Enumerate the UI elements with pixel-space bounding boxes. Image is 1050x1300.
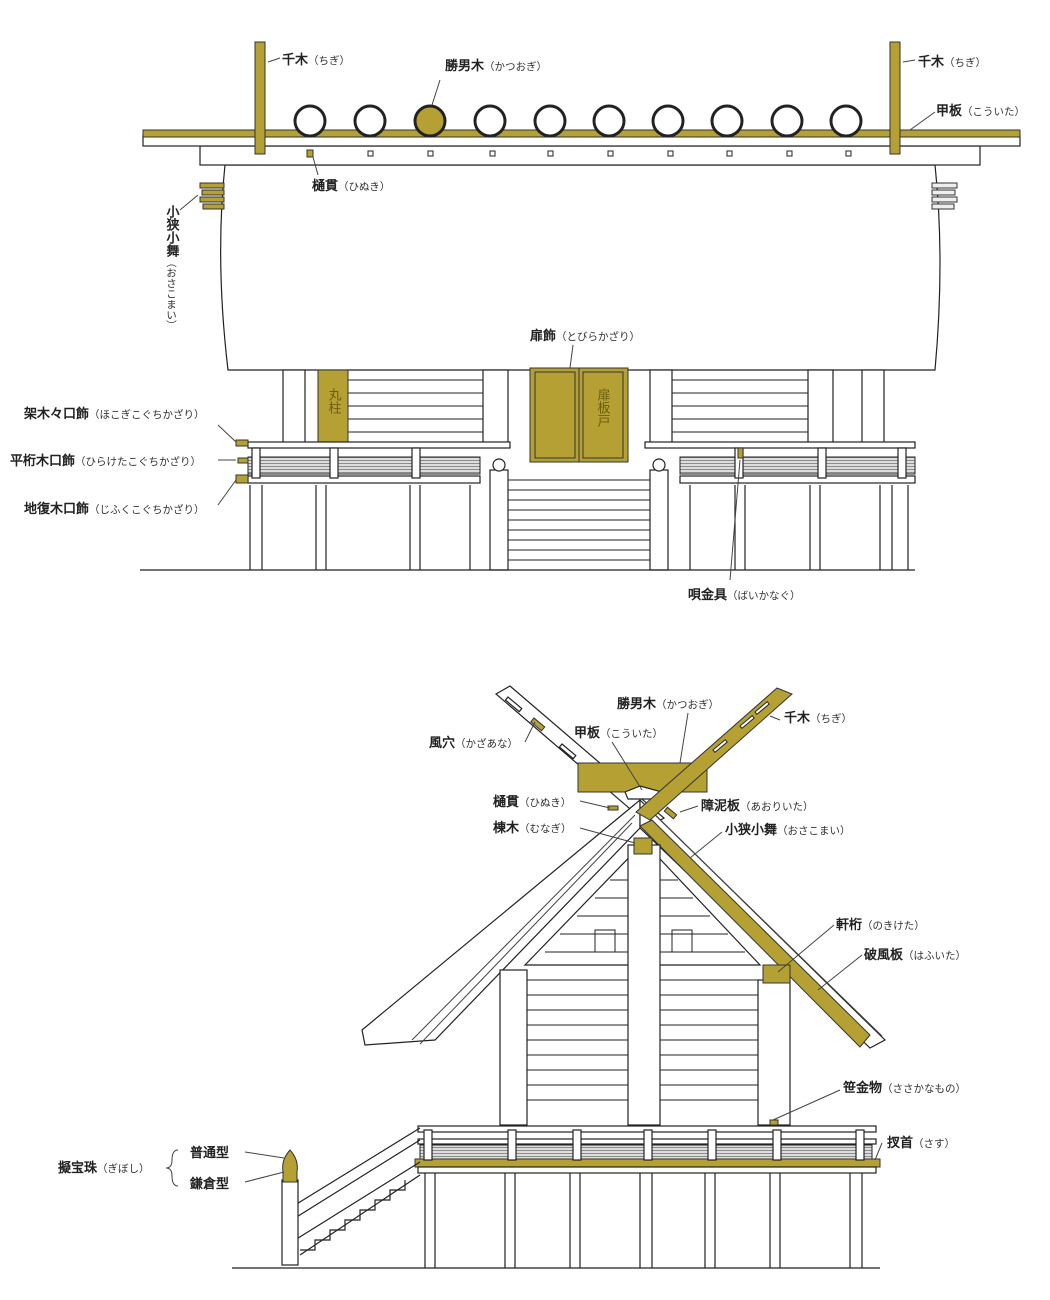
side-leader-lines — [165, 712, 883, 1187]
label-hinuki-side: 樋貫（ひぬき） — [493, 794, 571, 810]
label-katsuogi-side: 勝男木（かつおぎ） — [617, 696, 719, 712]
label-giboshi-kamakura: 鎌倉型 — [189, 1176, 229, 1192]
label-sasu: 扠首（さす） — [887, 1135, 955, 1151]
osakomai-right — [931, 182, 958, 210]
label-hokogi: 架木々口飾（ほこぎこぐちかざり） — [23, 406, 205, 422]
label-giboshi: 擬宝珠（ぎぼし） — [58, 1160, 150, 1176]
label-hinuki-front: 樋貫（ひぬき） — [312, 178, 390, 194]
label-aoriita: 障泥板（あおりいた） — [701, 798, 814, 814]
front-roof — [220, 164, 941, 371]
front-railing — [235, 439, 916, 484]
label-kouita-front: 甲板（こういた） — [936, 103, 1025, 119]
label-kazaana: 風穴（かざあな） — [429, 735, 518, 751]
label-jifuku: 地復木口飾（じふくこぐちかざり） — [24, 501, 205, 517]
hinuki-squares — [367, 150, 852, 157]
label-katsuogi-front: 勝男木（かつおぎ） — [445, 58, 547, 74]
katsuogi-logs — [293, 104, 863, 138]
label-osakomai-front: 小狭小舞（おさこまい） — [164, 205, 181, 331]
label-hiraketa: 平桁木口飾（ひらけたこぐちかざり） — [10, 453, 201, 469]
osakomai-left — [199, 182, 225, 210]
side-elevation — [165, 685, 887, 1269]
front-pillars — [282, 369, 885, 446]
aoriita — [663, 806, 678, 820]
label-chigi-left: 千木（ちぎ） — [282, 52, 350, 68]
front-hinuki-band — [199, 145, 981, 166]
munamochi-center-post — [627, 844, 661, 1126]
side-floor-posts — [424, 1173, 863, 1268]
hafuita-line — [654, 814, 883, 1037]
label-munagi: 棟木（むなぎ） — [493, 820, 572, 836]
side-roof-left-inner — [411, 814, 636, 1045]
label-chigi-right: 千木（ちぎ） — [918, 54, 986, 70]
front-stairs — [489, 458, 669, 571]
front-elevation: 丸柱 扉板戸 — [140, 41, 1021, 581]
label-chigi-side: 千木（ちぎ） — [784, 710, 852, 726]
label-hafuita: 破風板（はふいた） — [864, 947, 966, 963]
chigi-left-post — [254, 41, 266, 155]
door — [529, 367, 629, 463]
label-baikanagu: 唄金具（ばいかなぐ） — [688, 587, 801, 603]
side-railing — [414, 1119, 881, 1174]
marubashira-label: 丸柱 — [326, 388, 342, 415]
chigi-right-holes — [712, 701, 770, 754]
label-giboshi-futsu: 普通型 — [190, 1145, 229, 1161]
giboshi-post — [281, 1149, 299, 1266]
side-stairs — [294, 1127, 421, 1256]
hinuki-gold-square — [306, 149, 314, 158]
side-pillar-left — [499, 969, 528, 1126]
chigi-right-post — [889, 41, 901, 155]
chigi-right-beam — [635, 687, 793, 821]
kazaana-holes — [504, 696, 577, 760]
label-tobira-kazari: 扉飾（とびらかざり） — [530, 328, 640, 344]
munagi-block — [633, 837, 653, 855]
marubashira-pillar — [317, 369, 349, 446]
label-osakomai-side: 小狭小舞（おさこまい） — [725, 822, 851, 838]
tobira-itado-label: 扉板戸 — [595, 387, 611, 427]
nokigeta-block — [762, 964, 791, 984]
front-floor-posts — [249, 485, 909, 570]
side-pillar-right — [757, 979, 791, 1126]
front-wall-boards — [348, 379, 808, 433]
front-leader-lines — [179, 57, 936, 581]
label-kouita-side: 甲板（こういた） — [574, 725, 663, 741]
label-sasakanamono: 笹金物（ささかなもの） — [843, 1080, 966, 1096]
kouita-bar — [142, 129, 1021, 138]
label-nokigeta: 軒桁（のきけた） — [836, 917, 925, 933]
